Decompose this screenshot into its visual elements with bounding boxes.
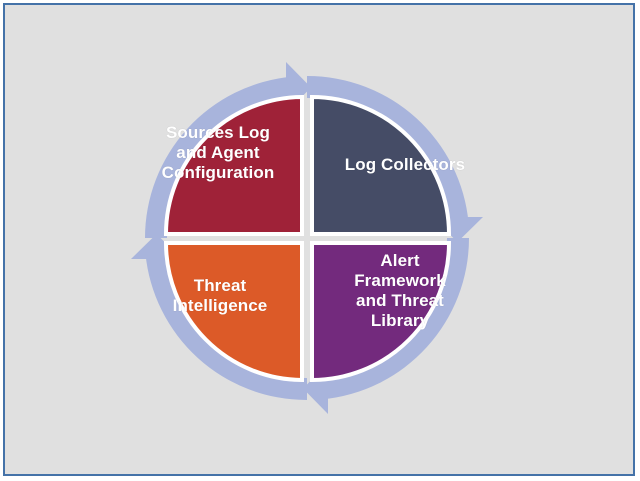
segment-log-collectors[interactable] xyxy=(310,94,452,236)
arrow-ring xyxy=(131,62,483,414)
segment-alert-framework-and-threat-library[interactable] xyxy=(310,241,452,383)
cycle-segments xyxy=(163,94,452,383)
segment-sources-log-and-agent-configuration[interactable] xyxy=(163,94,304,236)
segment-threat-intelligence[interactable] xyxy=(163,241,304,383)
